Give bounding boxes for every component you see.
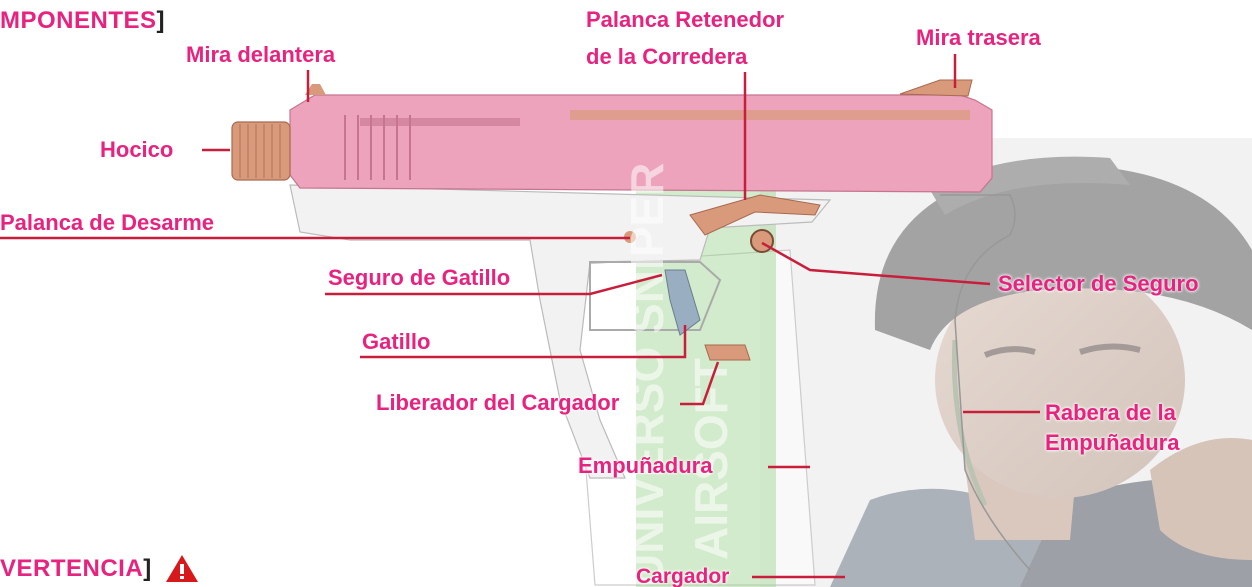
label-backstrap-line1: Rabera de la (1045, 400, 1176, 425)
warning-title: VERTENCIA] (0, 557, 152, 581)
watermark-line2: AIRSOFT (685, 358, 737, 560)
warning-title-bracket: ] (143, 555, 152, 582)
muzzle-part (231, 121, 291, 181)
label-rear-sight: Mira trasera (916, 25, 1041, 50)
label-backstrap-line2: Empuñadura (1045, 430, 1180, 455)
label-trigger: Gatillo (362, 329, 431, 354)
grip-shell (569, 249, 816, 586)
warning-title-text: VERTENCIA (0, 555, 144, 582)
label-safety-selector: Selector de Seguro (998, 271, 1199, 296)
front-sight-part (305, 84, 326, 95)
magazine-release-part (704, 344, 751, 361)
watermark-line1: UNIVERSO SNIPER (621, 163, 673, 587)
label-magazine: Cargador (636, 565, 730, 587)
line-mag-release (680, 361, 720, 406)
line-trigger-safety (325, 273, 663, 296)
line-safety-selector (761, 241, 991, 286)
trigger-guard (589, 261, 722, 331)
label-takedown-lever: Palanca de Desarme (0, 210, 215, 235)
line-trigger (360, 325, 687, 359)
section-title: MPONENTES] (0, 9, 165, 33)
label-grip: Empuñadura (578, 453, 713, 478)
section-title-bracket: ] (156, 7, 166, 34)
pistol-frame (289, 184, 832, 479)
label-magazine-release: Liberador del Cargador (376, 390, 620, 415)
label-trigger-safety: Seguro de Gatillo (328, 265, 511, 290)
section-title-text: MPONENTES (0, 7, 157, 34)
label-muzzle: Hocico (100, 137, 174, 162)
label-slide-stop-line2: de la Corredera (586, 44, 748, 69)
label-front-sight: Mira delantera (186, 42, 336, 67)
label-slide-stop-line1: Palanca Retenedor (586, 7, 785, 32)
trigger-part (664, 269, 701, 336)
slide-stop-part (689, 194, 821, 236)
